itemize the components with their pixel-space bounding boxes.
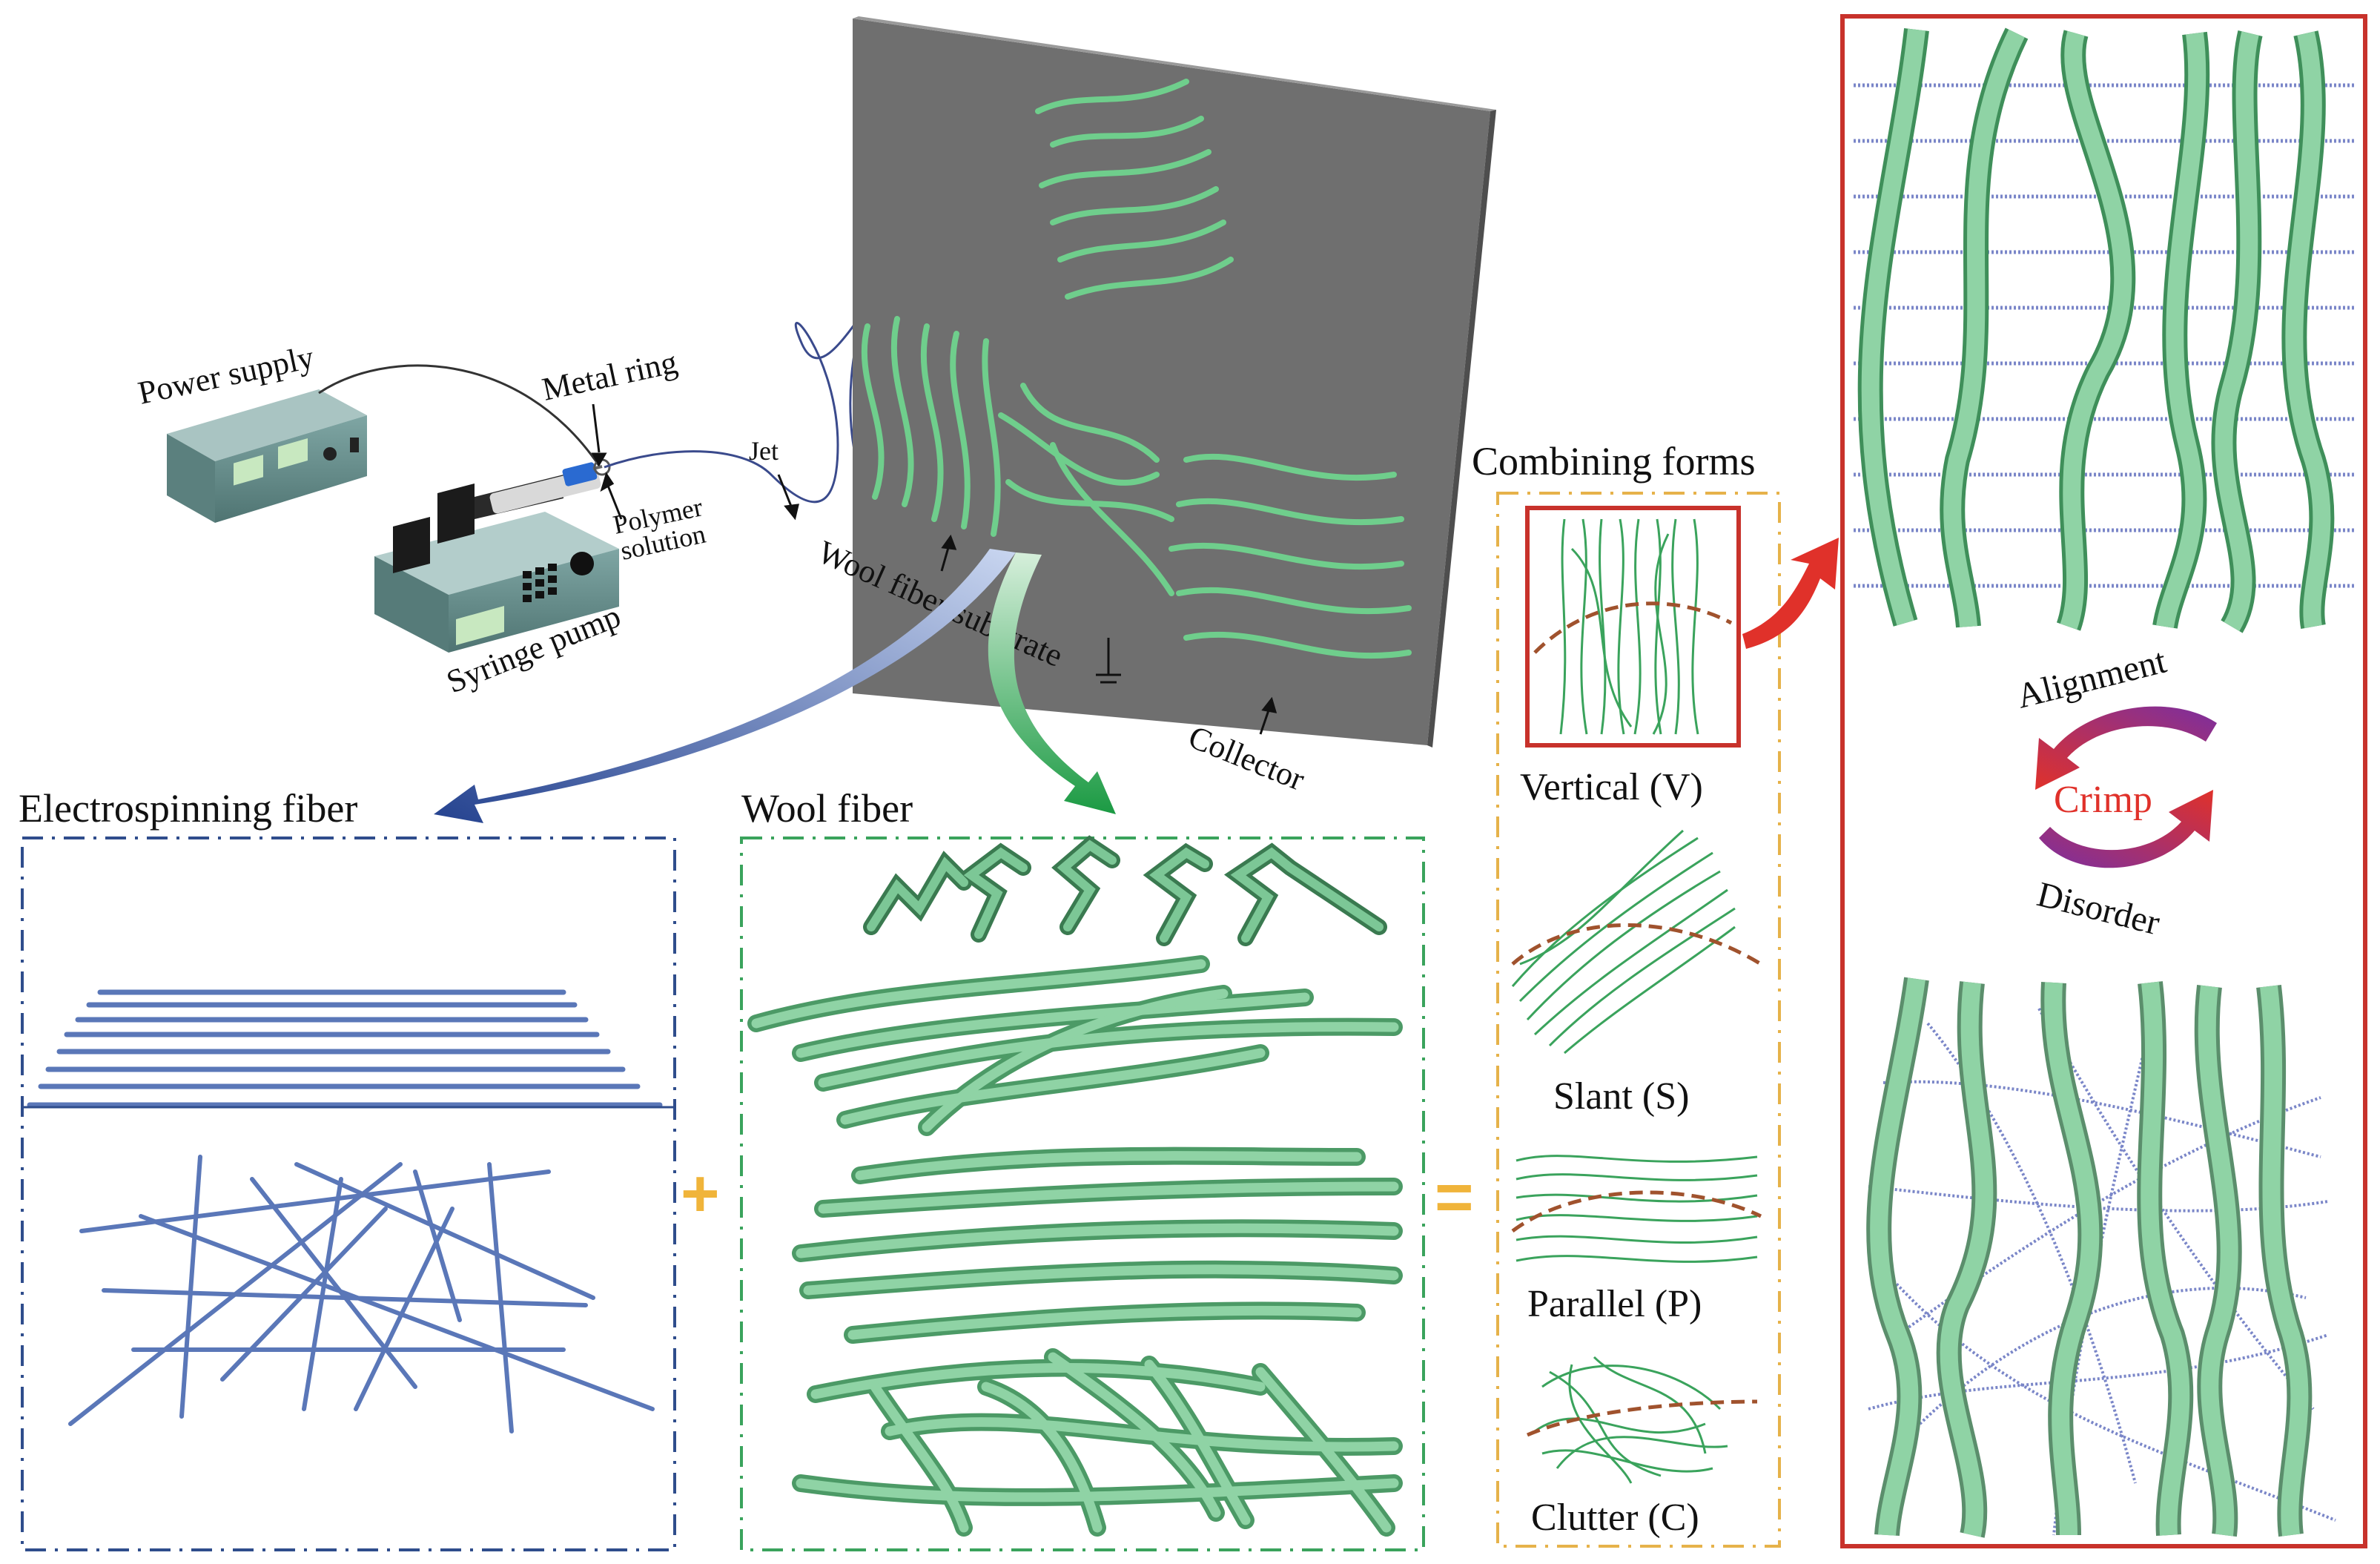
crimped-wool-highlight <box>867 839 1384 943</box>
wool-fiber-bundles <box>747 955 1403 1537</box>
form-label-vertical: Vertical (V) <box>1520 766 1703 808</box>
ground-symbol <box>1096 638 1121 684</box>
clutter-form-arc <box>1526 1399 1758 1437</box>
cycle-arrow-disorder <box>2039 790 2213 868</box>
wool-panel-frame <box>740 837 1425 1551</box>
arrow-to-wool <box>988 552 1116 814</box>
detail-wool-fibers-bottom <box>1866 977 2313 1538</box>
detail-wool-fibers-top <box>1857 27 2335 633</box>
wool-fiber-heading: Wool fiber <box>741 786 913 831</box>
equals-sign: = <box>1435 1161 1474 1235</box>
clutter-form-fibers <box>1534 1356 1728 1484</box>
alignment-label: Alignment <box>2013 641 2171 716</box>
vertical-form-highlight <box>1525 506 1741 748</box>
cycle-arrow-alignment <box>2035 706 2217 790</box>
random-electrospun-fibers <box>68 1155 655 1433</box>
plus-sign: + <box>681 1157 720 1231</box>
arrow-to-detail-panel <box>1742 538 1839 649</box>
form-label-parallel: Parallel (P) <box>1527 1283 1702 1325</box>
electrospinning-fiber-heading: Electrospinning fiber <box>19 786 357 831</box>
power-cable <box>318 364 601 466</box>
crimped-wool-fibers <box>863 835 1387 946</box>
combining-forms-heading: Combining forms <box>1472 439 1756 484</box>
electrospinning-panel-frame <box>21 837 676 1551</box>
jet-label: Jet <box>749 436 779 466</box>
disorder-label: Disorder <box>2033 874 2164 943</box>
syringe-pump-machine <box>374 462 619 653</box>
form-label-slant: Slant (S) <box>1553 1075 1689 1118</box>
power-supply-box <box>167 389 367 523</box>
leader-lines <box>591 403 1277 735</box>
metal-ring-label: Metal ring <box>539 343 681 407</box>
vertical-form-arc <box>1533 601 1733 654</box>
form-label-clutter: Clutter (C) <box>1531 1497 1699 1539</box>
crimp-label: Crimp <box>2054 779 2152 821</box>
aligned-electrospun-fibers <box>27 989 663 1108</box>
collector-fibers <box>861 79 1412 659</box>
vertical-form-fibers <box>1559 518 1699 735</box>
slant-form-arc <box>1511 923 1762 966</box>
combining-forms-frame <box>1496 492 1781 1548</box>
detail-panel-frame <box>1840 14 2367 1548</box>
parallel-form-arc <box>1511 1190 1762 1233</box>
slant-form-fibers <box>1511 829 1736 1055</box>
